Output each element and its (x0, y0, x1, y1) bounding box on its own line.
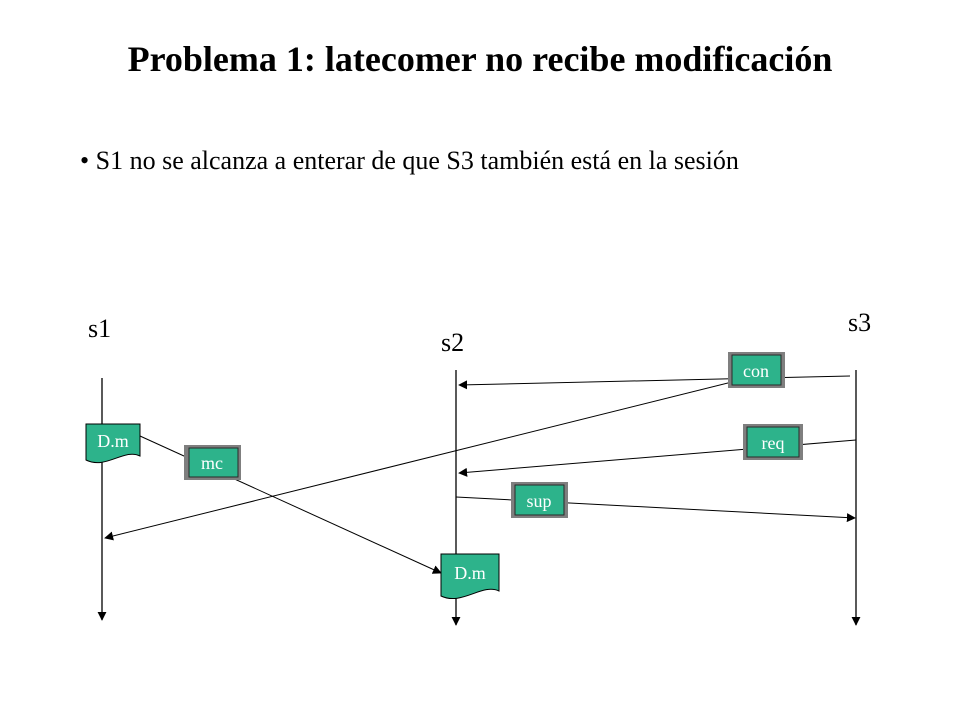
message-arrow-con-s1 (104, 375, 757, 541)
document-dm-s2: D.m (440, 553, 500, 599)
bullet-item: • S1 no se alcanza a enterar de que S3 t… (80, 146, 739, 176)
bullet-text: S1 no se alcanza a enterar de que S3 tam… (95, 146, 739, 175)
document-dm-s1: D.m (85, 423, 141, 464)
message-badge-con: con (728, 352, 785, 388)
message-label: req (762, 433, 785, 453)
process-label-s1: s1 (88, 314, 112, 343)
message-label: mc (201, 453, 223, 473)
message-label: sup (526, 491, 551, 511)
message-badge-req: req (743, 424, 803, 460)
document-label: D.m (454, 563, 486, 583)
bullet-symbol: • (80, 146, 90, 175)
slide-title: Problema 1: latecomer no recibe modifica… (127, 39, 833, 79)
message-label: con (743, 361, 769, 381)
message-badge-mc: mc (184, 445, 241, 480)
process-label-s2: s2 (441, 328, 465, 357)
process-label-s3: s3 (848, 308, 872, 337)
message-arrow-con-s2 (458, 375, 851, 390)
document-label: D.m (97, 431, 129, 451)
message-badge-sup: sup (511, 482, 568, 518)
